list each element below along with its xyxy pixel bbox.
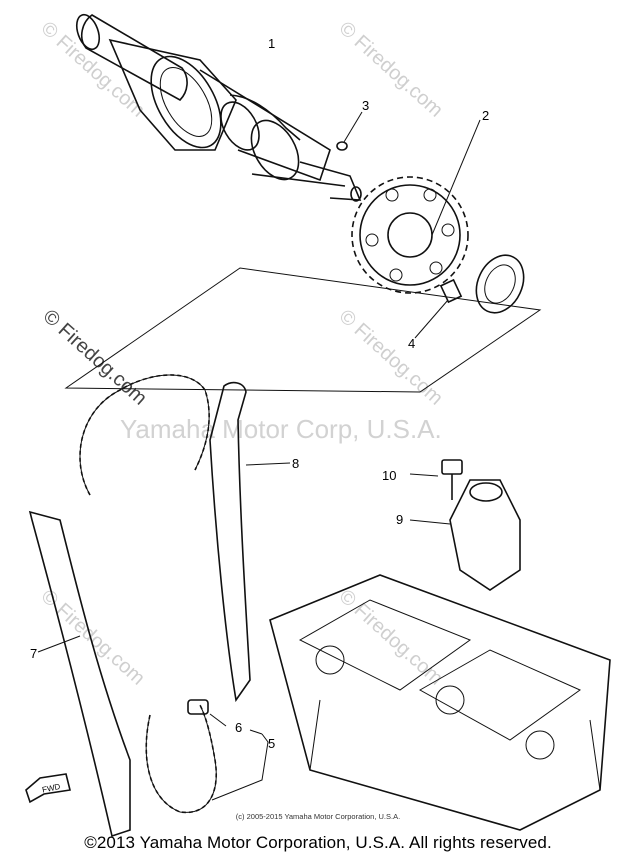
- chain-master-link: [187, 699, 269, 801]
- sprocket-bolt: [414, 254, 525, 339]
- callout-labels: 1 2 3 4 5 6 7 8 9 10: [30, 36, 489, 751]
- callout-6: 6: [235, 720, 242, 735]
- fwd-arrow: FWD: [25, 773, 71, 804]
- callout-7: 7: [30, 646, 37, 661]
- watermark-top-right: © Firedog.com: [335, 17, 447, 121]
- watermarks: © Firedog.com © Firedog.com © Firedog.co…: [37, 17, 447, 689]
- watermark-lower-right: © Firedog.com: [335, 585, 447, 689]
- copyright-credit: (c) 2005-2015 Yamaha Motor Corporation, …: [235, 812, 401, 821]
- cylinder-head: [269, 574, 611, 831]
- chain-guide-right: [209, 381, 291, 703]
- watermark-top-left: © Firedog.com: [37, 17, 149, 121]
- timing-chain-upper: [79, 374, 210, 496]
- copyright-footer: ©2013 Yamaha Motor Corporation, U.S.A. A…: [84, 833, 552, 852]
- callout-5: 5: [268, 736, 275, 751]
- camshaft: [75, 13, 362, 202]
- chain-guide-left: [28, 510, 131, 838]
- fwd-label: FWD: [41, 782, 61, 795]
- cam-sprocket: [351, 119, 481, 294]
- dowel-pin: [336, 111, 363, 151]
- watermark-mid-left: © Firedog.com: [39, 305, 151, 409]
- callout-9: 9: [396, 512, 403, 527]
- callout-4: 4: [408, 336, 415, 351]
- timing-chain-lower: [145, 704, 217, 814]
- chain-tensioner: [409, 459, 521, 591]
- callout-1: 1: [268, 36, 275, 51]
- callout-2: 2: [482, 108, 489, 123]
- callout-10: 10: [382, 468, 396, 483]
- callout-8: 8: [292, 456, 299, 471]
- callout-3: 3: [362, 98, 369, 113]
- watermark-corp: Yamaha Motor Corp, U.S.A.: [120, 414, 442, 444]
